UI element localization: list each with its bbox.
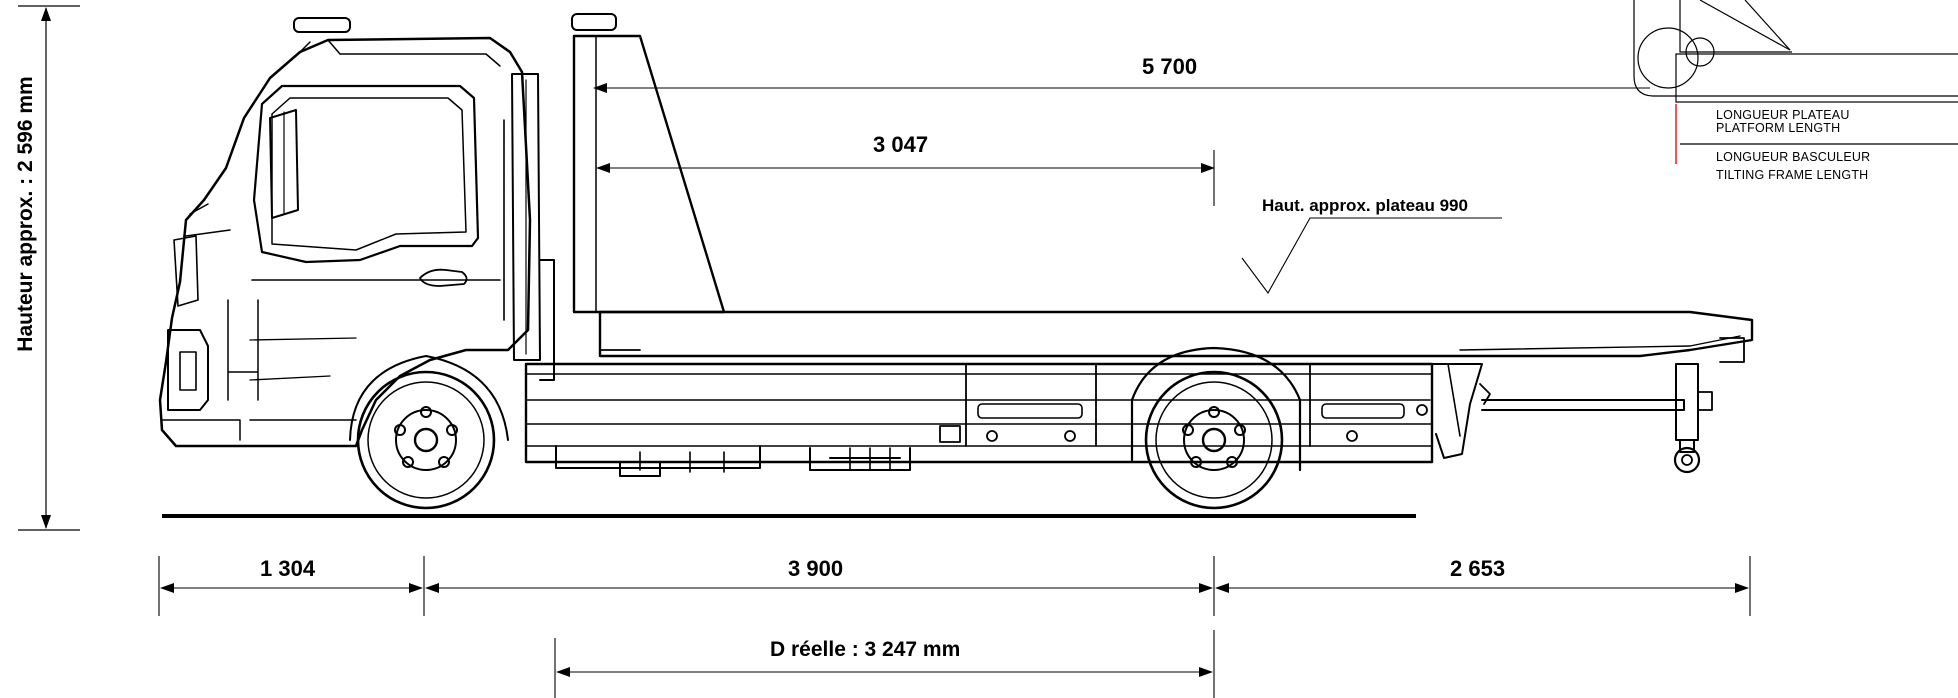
legend-tilting-fr: LONGUEUR BASCULEUR bbox=[1716, 150, 1871, 164]
real-wheelbase-label: D réelle : 3 247 mm bbox=[770, 638, 961, 661]
height-label: Hauteur approx. : 2 596 mm bbox=[14, 76, 37, 352]
wheelbase-label: 3 900 bbox=[788, 556, 844, 581]
platform-deck bbox=[598, 310, 1754, 358]
tilting-frame-dimension bbox=[596, 150, 1215, 206]
platform-length-label: 5 700 bbox=[1142, 54, 1198, 79]
chassis-rail bbox=[524, 362, 1434, 464]
cab-outline bbox=[158, 36, 532, 448]
rear-wheel bbox=[1144, 370, 1284, 510]
height-dimension bbox=[18, 5, 80, 531]
rear-overhang-label: 2 653 bbox=[1450, 556, 1506, 581]
truck bbox=[158, 13, 1754, 510]
cab-beacon bbox=[293, 17, 351, 33]
tilting-frame-length-label: 3 047 bbox=[873, 132, 929, 157]
front-wheel bbox=[356, 370, 496, 510]
legend-detail bbox=[1633, 0, 1958, 145]
headboard-beacon bbox=[571, 13, 617, 31]
legend-platform-en: PLATFORM LENGTH bbox=[1716, 121, 1841, 135]
platform-height-leader bbox=[1241, 217, 1502, 295]
bottom-dimensions bbox=[158, 556, 1751, 698]
front-overhang-label: 1 304 bbox=[260, 556, 316, 581]
legend-tilting-en: TILTING FRAME LENGTH bbox=[1716, 168, 1869, 182]
legend-platform-fr: LONGUEUR PLATEAU bbox=[1716, 108, 1850, 122]
platform-height-label: Haut. approx. plateau 990 bbox=[1262, 196, 1468, 215]
cab-window bbox=[252, 84, 480, 264]
